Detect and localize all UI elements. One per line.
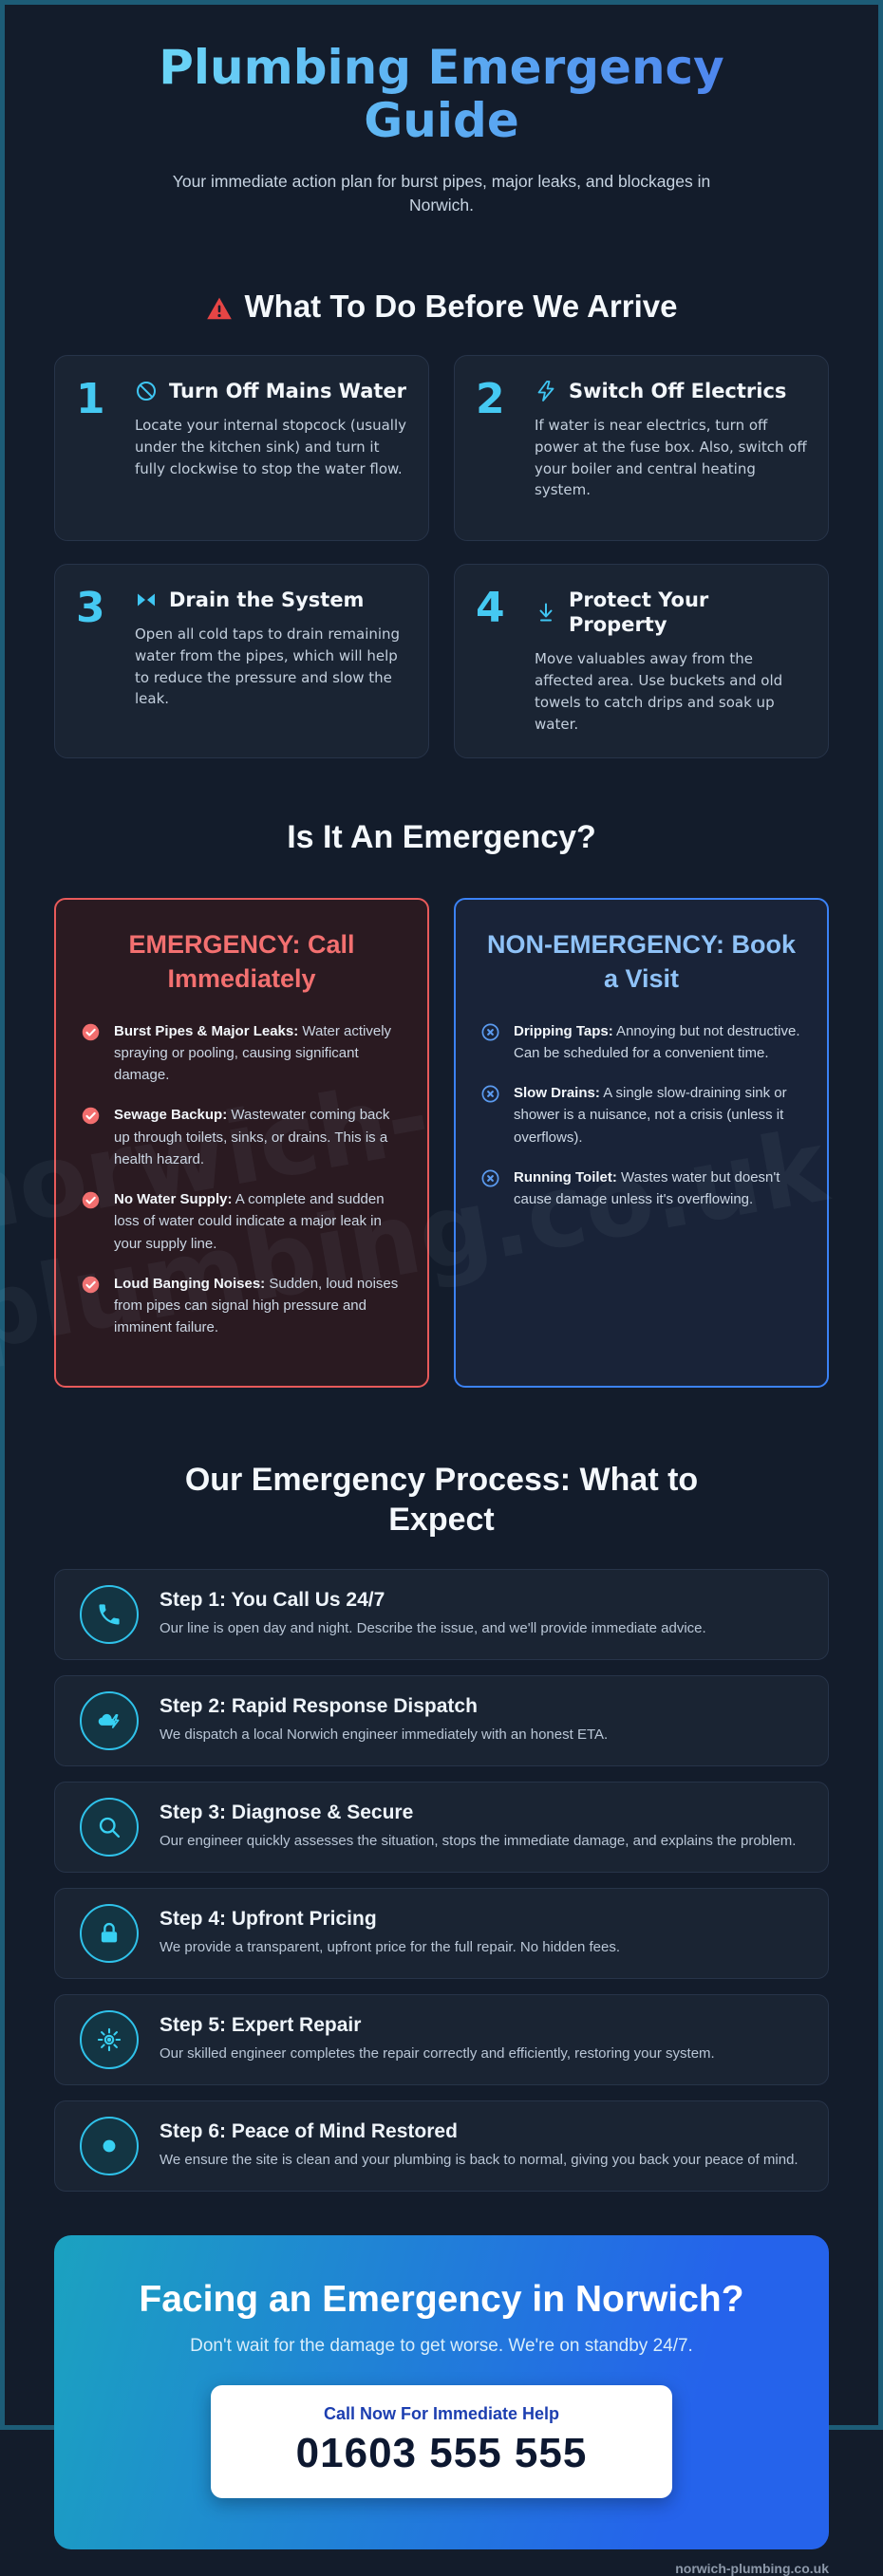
process-step-text: We provide a transparent, upfront price … [160,1938,620,1955]
process-step-title: Step 6: Peace of Mind Restored [160,2119,458,2142]
process-step-card: Step 6: Peace of Mind Restored We ensure … [54,2100,829,2192]
before-we-arrive-heading-label: What To Do Before We Arrive [244,288,678,324]
storm-cloud-bolt-icon [80,1690,139,1750]
magnifier-icon [80,1797,139,1857]
non-emergency-box-title: NON-EMERGENCY: Book a Visit [486,930,796,993]
process-step-title: Step 3: Diagnose & Secure [160,1801,414,1823]
process-heading: Our Emergency Process: What to Expect [184,1461,699,1539]
triage-item: Slow Drains: A single slow-draining sink… [480,1082,802,1148]
step-number: 3 [76,583,105,632]
process-step-title: Step 4: Upfront Pricing [160,1907,377,1930]
triage-item-text: No Water Supply: A complete and sudden l… [114,1191,385,1252]
non-emergency-box: NON-EMERGENCY: Book a Visit Dripping Tap… [454,898,829,1388]
cta-banner: Facing an Emergency in Norwich? Don't wa… [54,2234,829,2549]
step-text: Move valuables away from the affected ar… [535,650,783,733]
step-number: 2 [476,374,505,423]
step-title: Turn Off Mains Water [169,379,407,402]
process-step-text: Our line is open day and night. Describe… [160,1619,706,1636]
emergency-box-title: EMERGENCY: Call Immediately [128,930,355,993]
step-text: If water is near electrics, turn off pow… [535,417,807,499]
process-step-title: Step 1: You Call Us 24/7 [160,1588,385,1611]
x-circle-icon [480,1168,500,1188]
step-title: Drain the System [169,588,365,611]
page-title: Plumbing Emergency Guide [128,41,755,147]
x-circle-icon [480,1084,500,1104]
triage-item: Sewage Backup: Wastewater coming back up… [81,1104,403,1170]
check-circle-icon [81,1022,101,1042]
process-step-text: We ensure the site is clean and your plu… [160,2151,798,2168]
triage-item: Burst Pipes & Major Leaks: Water activel… [81,1020,403,1087]
process-step-card: Step 4: Upfront Pricing We provide a tran… [54,1887,829,1979]
x-circle-icon [480,1022,500,1042]
process-step-title: Step 5: Expert Repair [160,2013,362,2036]
phone-icon [80,1584,139,1644]
footer-website-url: norwich-plumbing.co.uk [675,2560,829,2576]
ban-icon [135,380,158,402]
triage-item-text: Dripping Taps: Annoying but not destruct… [514,1022,800,1061]
process-step-title: Step 2: Rapid Response Dispatch [160,1694,478,1717]
process-step-text: Our engineer quickly assesses the situat… [160,1832,797,1849]
triage-item: No Water Supply: A complete and sudden l… [81,1188,403,1255]
step-number: 1 [76,374,105,423]
triage-item-text: Slow Drains: A single slow-draining sink… [514,1085,787,1146]
before-we-arrive-heading: What To Do Before We Arrive [54,289,829,325]
triage-item-text: Running Toilet: Wastes water but doesn't… [514,1168,780,1208]
step-title: Switch Off Electrics [569,379,787,402]
arrow-down-icon [535,601,557,624]
call-now-button[interactable]: Call Now For Immediate Help 01603 555 55… [211,2384,672,2498]
call-now-button-label: Call Now For Immediate Help [323,2403,560,2423]
triage-item: Dripping Taps: Annoying but not destruct… [480,1020,802,1065]
lock-icon [80,1903,139,1963]
triage-columns: EMERGENCY: Call Immediately Burst Pipes … [54,898,829,1388]
dot-circle-icon [80,2116,139,2175]
step-number: 4 [476,583,505,632]
bolt-icon [535,380,557,402]
page-container: Plumbing Emergency Guide Your immediate … [54,5,829,2576]
valve-icon [135,588,158,611]
process-step-card: Step 2: Rapid Response Dispatch We dispat… [54,1674,829,1766]
triage-heading: Is It An Emergency? [287,819,596,856]
check-circle-icon [81,1275,101,1295]
triage-item-text: Loud Banging Noises: Sudden, loud noises… [114,1275,399,1336]
before-step-card: 2 Switch Off Electrics If water is near el… [454,354,829,541]
cta-subtitle: Don't wait for the damage to get worse. … [190,2335,693,2356]
triage-item-text: Sewage Backup: Wastewater coming back up… [114,1107,390,1167]
cta-title: Facing an Emergency in Norwich? [139,2278,744,2320]
process-step-text: We dispatch a local Norwich engineer imm… [160,1726,609,1743]
phone-number: 01603 555 555 [295,2429,588,2476]
warning-triangle-icon [206,293,233,320]
check-circle-icon [81,1190,101,1210]
step-text: Open all cold taps to drain remaining wa… [135,625,401,708]
emergency-box: EMERGENCY: Call Immediately Burst Pipes … [54,898,429,1388]
page-subtitle: Your immediate action plan for burst pip… [172,172,711,215]
triage-item: Running Toilet: Wastes water but doesn't… [480,1167,802,1211]
step-title: Protect Your Property [569,588,709,636]
triage-item: Loud Banging Noises: Sudden, loud noises… [81,1273,403,1339]
triage-item-text: Burst Pipes & Major Leaks: Water activel… [114,1022,392,1084]
check-circle-icon [81,1106,101,1126]
process-step-text: Our skilled engineer completes the repai… [160,2044,715,2062]
step-text: Locate your internal stopcock (usually u… [135,417,407,477]
gear-icon [80,2009,139,2069]
